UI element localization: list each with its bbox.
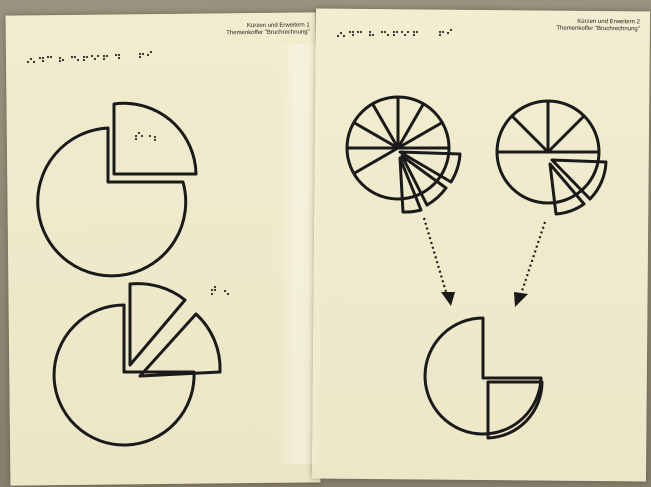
braille-label-quarter [135,132,156,141]
arrowhead-right-icon [514,292,528,307]
braille-text-right-header [337,29,452,37]
pie-large-one-quarter-removed [38,128,186,276]
braille-text-left-header [27,51,152,63]
pie-twelfth-wedges-pulled [400,152,460,212]
dotted-arrow-right-shaft [521,222,545,294]
braille-label-eighths [211,286,229,295]
pie-wedge-eighth-1 [130,284,185,365]
pie-eighths [497,101,599,203]
pie-result-one-quarter-removed [425,318,541,434]
arrowhead-left-icon [441,292,455,306]
pie-twelfths [347,97,449,199]
dotted-arrow-left-shaft [424,218,446,292]
pie-result-wedge-quarter [488,382,542,438]
pie-wedge-eighth-2 [140,314,220,376]
pie-wedge-one-quarter [114,103,196,174]
